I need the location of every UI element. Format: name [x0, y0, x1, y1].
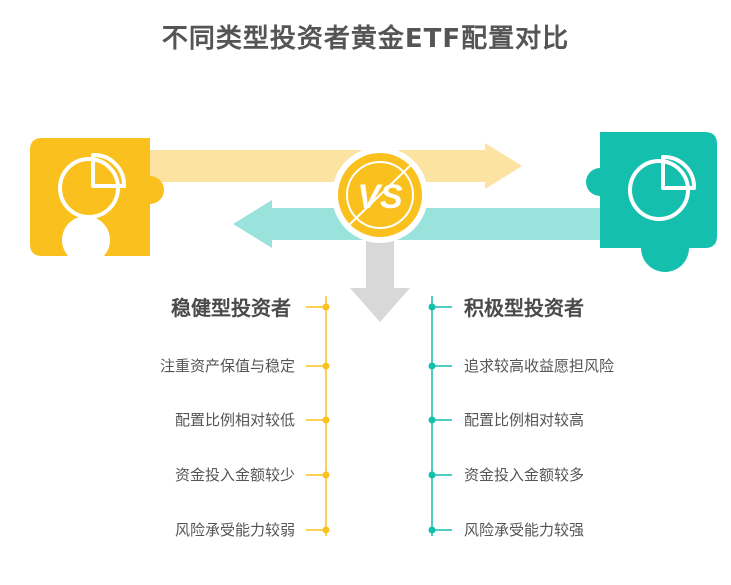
right-puzzle-piece	[586, 132, 717, 272]
left-item: 风险承受能力较弱	[174, 521, 295, 539]
right-column-heading: 积极型投资者	[464, 296, 584, 320]
vs-label: VS	[357, 178, 403, 216]
right-timeline	[428, 296, 452, 536]
left-puzzle-piece	[30, 138, 164, 264]
left-pointing-arrow	[233, 200, 604, 248]
pie-chart-icon	[628, 154, 697, 221]
left-column-heading: 稳健型投资者	[171, 296, 291, 320]
vs-badge: VS	[332, 147, 428, 243]
right-item: 追求较高收益愿担风险	[464, 357, 615, 375]
page-title: 不同类型投资者黄金ETF配置对比	[161, 24, 570, 54]
left-item: 注重资产保值与稳定	[159, 357, 295, 375]
right-item: 配置比例相对较高	[464, 411, 585, 429]
pie-chart-icon	[58, 152, 127, 219]
right-pointing-arrow	[150, 143, 522, 189]
left-timeline	[306, 296, 330, 536]
left-item: 资金投入金额较少	[174, 466, 295, 484]
left-item: 配置比例相对较低	[174, 411, 295, 429]
right-item: 风险承受能力较强	[464, 521, 585, 539]
down-arrow	[350, 228, 410, 322]
right-item: 资金投入金额较多	[464, 466, 585, 484]
